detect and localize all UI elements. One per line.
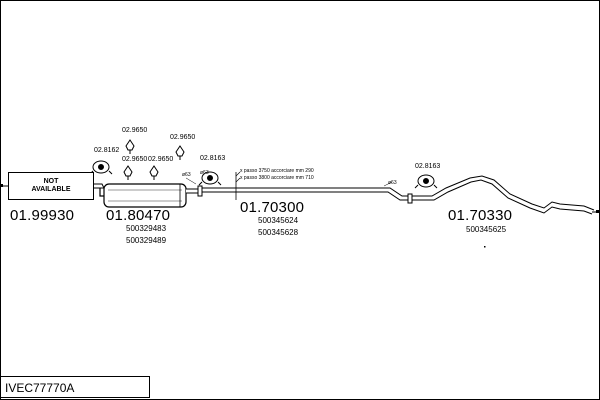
rear-pipe [410, 175, 595, 215]
pipe-note: x passo 3750 accorciare mm 290 [240, 168, 314, 174]
rear-pipe-flange [407, 193, 413, 204]
not-available-line2: AVAILABLE [31, 186, 71, 193]
part-reference: 500345625 [466, 225, 507, 234]
clamp-icon [123, 165, 133, 180]
silencer-body [103, 183, 187, 208]
part-number: 01.80470 [106, 207, 171, 224]
clamp-label: 02.8163 [415, 163, 441, 170]
tail-marker-dot [596, 210, 599, 213]
part-reference: 500345624 [258, 216, 299, 225]
middle-pipe [202, 187, 410, 201]
diameter-label: ø63 [182, 172, 191, 178]
silencer-shading [108, 189, 182, 202]
part-reference: 500329483 [126, 224, 167, 233]
not-available-line1: NOT [43, 178, 59, 185]
model-code-box: IVEC77770A [0, 376, 150, 398]
clamp-label: 02.8163 [200, 155, 226, 162]
clamp-label: 02.9650 [122, 156, 148, 163]
clamp-label: 02.9650 [122, 127, 148, 134]
clamp-ring-icon [198, 171, 222, 186]
clamp-label: 02.8162 [94, 147, 120, 154]
diameter-leader-2 [383, 181, 393, 187]
not-available-box: NOT AVAILABLE [8, 172, 94, 200]
small-dot [484, 246, 486, 248]
silencer-outlet-flange [197, 185, 203, 197]
pipe-note-arrow-2 [235, 177, 241, 183]
diameter-leader-1 [185, 177, 197, 185]
clamp-label: 02.9650 [148, 156, 174, 163]
clamp-icon [175, 145, 185, 160]
front-marker-dot [0, 184, 3, 187]
model-code: IVEC77770A [5, 381, 75, 395]
clamp-label: 02.9650 [170, 134, 196, 141]
part-reference: 500345628 [258, 228, 299, 237]
clamp-icon [125, 139, 135, 154]
diameter-label: ø63 [388, 180, 397, 186]
clamp-ring-icon [414, 174, 438, 189]
part-number: 01.70330 [448, 207, 513, 224]
diameter-label: ø63 [200, 170, 209, 176]
part-reference: 500329489 [126, 236, 167, 245]
pipe-note: x passo 3800 accorciare mm 710 [240, 175, 314, 181]
pipe-note-arrow-1 [235, 171, 241, 177]
clamp-icon [149, 165, 159, 180]
silencer-outlet [186, 188, 199, 194]
part-number: 01.70300 [240, 199, 305, 216]
part-number: 01.99930 [10, 207, 75, 224]
